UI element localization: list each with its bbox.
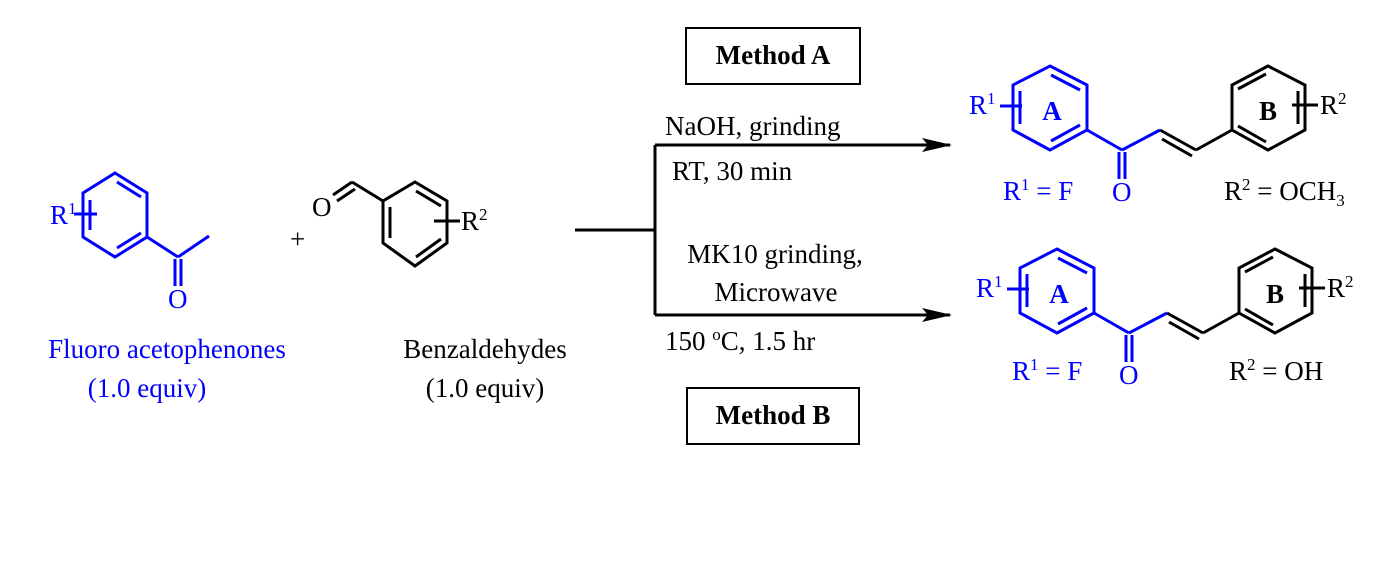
method-b-conditions-1: MK10 grinding,: [687, 239, 863, 269]
method-b-conditions-2: Microwave: [715, 277, 838, 307]
reactant1-equiv: (1.0 equiv): [88, 373, 206, 403]
product-b-r1-label: R1: [976, 272, 1003, 303]
reactant1-name: Fluoro acetophenones: [48, 334, 286, 364]
fluoro-acetophenone-structure: R1 O: [50, 171, 210, 314]
product-a-r2-label: R2: [1320, 89, 1347, 120]
ring-a-label: A: [1049, 279, 1069, 309]
method-a-conditions-2: RT, 30 min: [672, 156, 793, 186]
method-a-conditions-1: NaOH, grinding: [665, 111, 840, 141]
r2-label: R2: [461, 205, 488, 236]
chalcone-product-method-b: R1 A B R2 O R1 = F R2 = OH: [976, 247, 1354, 390]
r1-label: R1: [50, 199, 77, 230]
product-a-r1-definition: R1 = F: [1003, 175, 1073, 206]
aldehyde-oxygen: O: [312, 192, 332, 222]
reactant2-equiv: (1.0 equiv): [426, 373, 544, 403]
reactant2-name: Benzaldehydes: [403, 334, 566, 364]
method-a-label: Method A: [716, 40, 831, 70]
method-b-conditions-3: 150 oC, 1.5 hr: [665, 325, 815, 356]
product-a-r2-definition: R2 = OCH3: [1224, 175, 1345, 210]
method-b-box: [686, 387, 860, 445]
method-a-box: [685, 27, 861, 85]
ring-b-label: B: [1266, 279, 1284, 309]
method-b-label: Method B: [716, 400, 831, 430]
ring-a-label: A: [1042, 96, 1062, 126]
plus-sign: +: [290, 224, 305, 254]
product-a-oxygen: O: [1112, 177, 1132, 207]
product-b-r2-definition: R2 = OH: [1229, 355, 1323, 386]
product-b-r1-definition: R1 = F: [1012, 355, 1082, 386]
benzaldehyde-structure: O R2: [312, 180, 488, 268]
carbonyl-oxygen: O: [168, 284, 188, 314]
product-a-r1-label: R1: [969, 89, 996, 120]
product-b-r2-label: R2: [1327, 272, 1354, 303]
ring-b-label: B: [1259, 96, 1277, 126]
reaction-arrows: [575, 138, 952, 322]
chalcone-product-method-a: R1 A B R2 O R1 = F R2 = OCH3: [969, 64, 1347, 210]
product-b-oxygen: O: [1119, 360, 1139, 390]
